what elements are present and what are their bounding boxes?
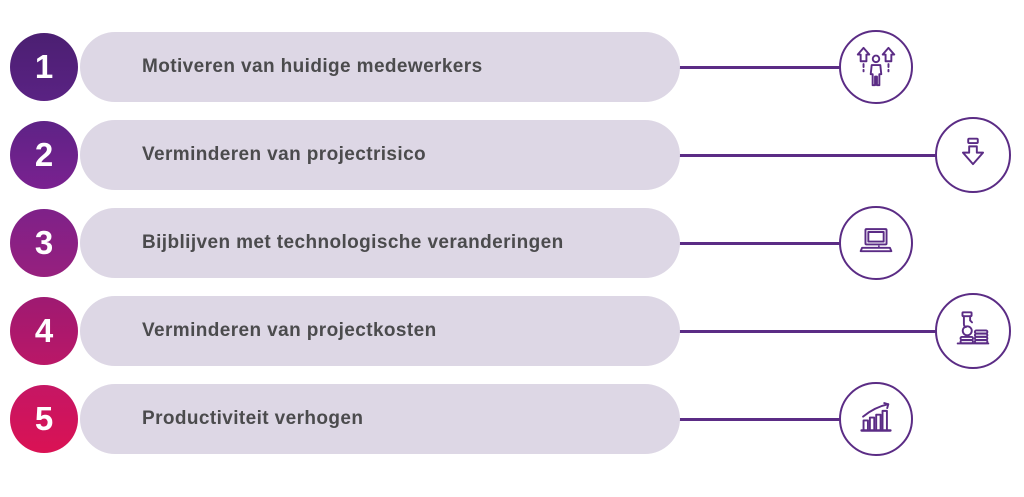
connector-line [676, 153, 939, 157]
icon-circle [839, 206, 913, 280]
step-number: 5 [34, 400, 54, 437]
step-row-3: 3 Bijblijven met technologische verander… [0, 206, 1024, 280]
icon-circle [839, 30, 913, 104]
connector-line [676, 65, 844, 69]
step-number-badge: 5 [10, 385, 78, 453]
icon-circle [839, 382, 913, 456]
step-pill: Verminderen van projectrisico [80, 120, 680, 190]
step-label: Bijblijven met technologische veranderin… [142, 232, 564, 253]
connector-line [676, 329, 939, 333]
download-arrow-icon [961, 137, 985, 166]
step-row-4: 4 Verminderen van projectkosten [0, 293, 1024, 369]
connector-line [676, 417, 844, 421]
step-pill: Bijblijven met technologische veranderin… [80, 208, 680, 278]
step-number: 4 [34, 312, 54, 349]
step-pill: Verminderen van projectkosten [80, 296, 680, 366]
laptop-icon [859, 228, 893, 253]
step-pill: Productiviteit verhogen [80, 384, 680, 454]
step-number-badge: 1 [10, 33, 78, 101]
bar-chart-growth-icon [860, 402, 892, 432]
connector-line [676, 241, 844, 245]
step-number-badge: 4 [10, 297, 78, 365]
icon-circle [935, 293, 1011, 369]
step-row-1: 1 Motiveren van huidige medewerkers [0, 30, 1024, 104]
step-number: 2 [34, 136, 54, 173]
step-label: Productiviteit verhogen [142, 408, 364, 429]
step-number-badge: 2 [10, 121, 78, 189]
step-number: 1 [34, 48, 54, 85]
step-number: 3 [34, 224, 54, 261]
step-row-2: 2 Verminderen van projectrisico [0, 117, 1024, 193]
person-with-rising-arrows-icon [856, 46, 896, 87]
icon-circle [935, 117, 1011, 193]
step-number-badge: 3 [10, 209, 78, 277]
step-label: Motiveren van huidige medewerkers [142, 56, 483, 77]
step-label: Verminderen van projectrisico [142, 144, 427, 165]
step-label: Verminderen van projectkosten [142, 320, 437, 341]
step-row-5: 5 Productiviteit verhogen [0, 382, 1024, 456]
step-pill: Motiveren van huidige medewerkers [80, 32, 680, 102]
hand-coin-stacks-icon [956, 311, 990, 345]
